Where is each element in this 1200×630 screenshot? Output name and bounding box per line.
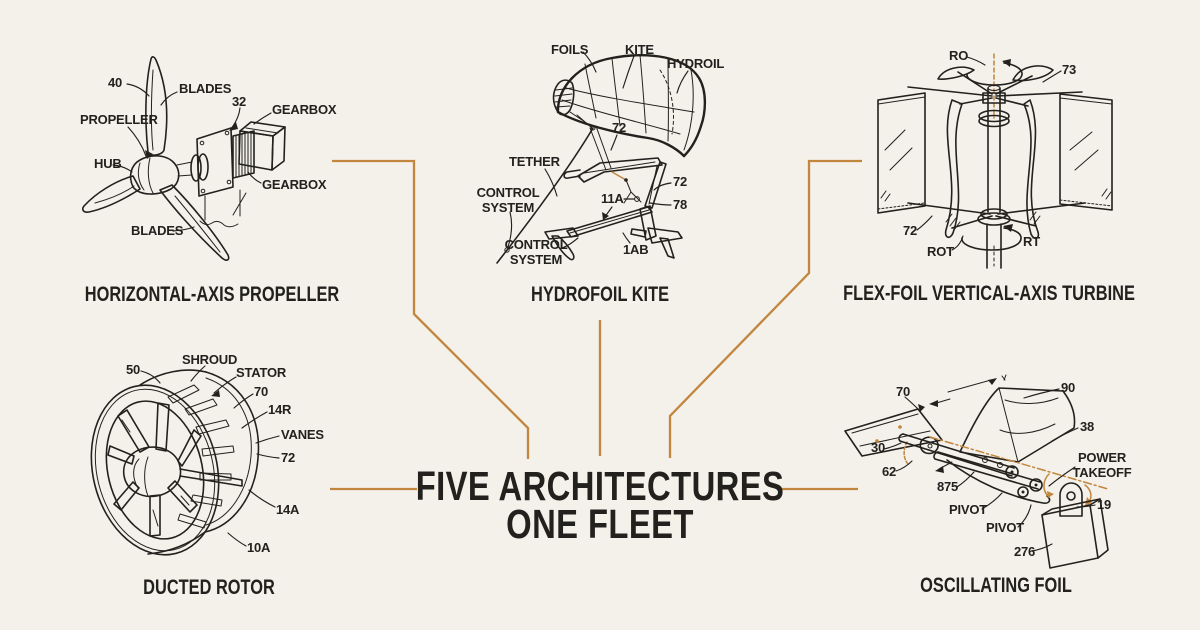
label-ro: RO <box>949 48 969 63</box>
label-control-system-left: CONTROL SYSTEM <box>476 185 540 215</box>
foil-arm-mechanism <box>898 433 1109 506</box>
label-11a: 11A <box>601 191 624 206</box>
label-blades-top: BLADES <box>179 81 232 96</box>
label-10a: 10A <box>247 540 271 555</box>
label-72-vawt: 72 <box>903 223 918 238</box>
label-62: 62 <box>882 464 897 479</box>
label-gearbox-top: GEARBOX <box>272 102 337 117</box>
connector-right <box>668 159 862 458</box>
propeller-blades <box>82 56 230 261</box>
propeller-illustration <box>82 56 286 261</box>
kite-leader-lines <box>507 51 689 249</box>
caption-ducted-rotor: DUCTED ROTOR <box>143 576 275 599</box>
vawt-leader-lines <box>916 56 1062 251</box>
label-shroud: SHROUD <box>182 352 238 367</box>
label-90: 90 <box>1061 380 1076 395</box>
label-72-top: 72 <box>612 120 627 135</box>
foil-leader-lines <box>883 388 1096 552</box>
label-hydroil: HYDROIL <box>667 56 725 71</box>
connector-left <box>332 159 530 459</box>
label-50: 50 <box>126 362 141 377</box>
center-title-line1: FIVE ARCHITECTURES <box>415 463 785 509</box>
label-stator: STATOR <box>236 365 287 380</box>
label-72-right: 72 <box>673 174 688 189</box>
vawt-arms <box>907 71 1086 229</box>
label-73: 73 <box>1062 62 1077 77</box>
label-70-foil: 70 <box>896 384 911 399</box>
caption-oscillating-foil: OSCILLATING FOIL <box>920 574 1072 597</box>
vawt-rotation-arrows <box>961 59 1023 251</box>
foil-right-wing <box>959 387 1076 463</box>
label-pivot-left: PIVOT <box>949 502 988 517</box>
foil-motion-arrows <box>929 374 1007 473</box>
label-276: 276 <box>1014 544 1036 559</box>
center-title: FIVE ARCHITECTURES ONE FLEET <box>415 463 785 547</box>
center-title-line2: ONE FLEET <box>506 501 694 547</box>
label-30: 30 <box>871 440 886 455</box>
kite-craft <box>544 125 683 261</box>
label-kite: KITE <box>625 42 654 57</box>
label-875: 875 <box>937 479 959 494</box>
label-control-system-bottom: CONTROL SYSTEM <box>504 237 568 267</box>
kite-canopy <box>552 54 707 158</box>
propeller-hub <box>129 155 180 195</box>
vawt-blades <box>877 65 1113 240</box>
label-32: 32 <box>232 94 247 109</box>
kite-tether <box>496 111 596 264</box>
foil-left-wing <box>844 408 943 465</box>
label-vanes: VANES <box>281 427 324 442</box>
vawt-illustration <box>877 53 1113 269</box>
label-78: 78 <box>673 197 688 212</box>
label-power-takeoff: POWER TAKEOFF <box>1072 450 1132 480</box>
label-14r: 14R <box>268 402 292 417</box>
label-40: 40 <box>108 75 123 90</box>
label-gearbox-side: GEARBOX <box>262 177 327 192</box>
propeller-leader-lines <box>112 83 272 232</box>
label-rt: RT <box>1023 234 1040 249</box>
duct-rotor <box>107 402 243 537</box>
caption-horizontal-axis-propeller: HORIZONTAL-AXIS PROPELLER <box>84 283 340 306</box>
label-14a: 14A <box>276 502 300 517</box>
label-pivot-right: PIVOT <box>986 520 1025 535</box>
label-hub: HUB <box>94 156 122 171</box>
ducted-leader-lines <box>140 365 280 547</box>
label-propeller: PROPELLER <box>80 112 158 127</box>
caption-flex-foil-vertical-axis-turbine: FLEX-FOIL VERTICAL-AXIS TURBINE <box>843 282 1135 305</box>
label-tether: TETHER <box>509 154 560 169</box>
duct-shroud <box>90 369 260 556</box>
label-foils: FOILS <box>551 42 589 57</box>
propeller-drivetrain <box>176 121 286 228</box>
kite-illustration <box>496 51 707 264</box>
label-1ab: 1AB <box>623 242 649 257</box>
caption-hydrofoil-kite: HYDROFOIL KITE <box>530 283 670 306</box>
label-70-ducted: 70 <box>254 384 269 399</box>
label-72-ducted: 72 <box>281 450 296 465</box>
foil-power-takeoff-box <box>1041 482 1109 569</box>
oscillating-foil-illustration <box>844 374 1109 569</box>
ducted-rotor-illustration <box>90 365 280 556</box>
label-blades-bottom: BLADES <box>131 223 184 238</box>
label-19: 19 <box>1097 497 1112 512</box>
label-38: 38 <box>1080 419 1095 434</box>
label-rot: ROT <box>927 244 954 259</box>
